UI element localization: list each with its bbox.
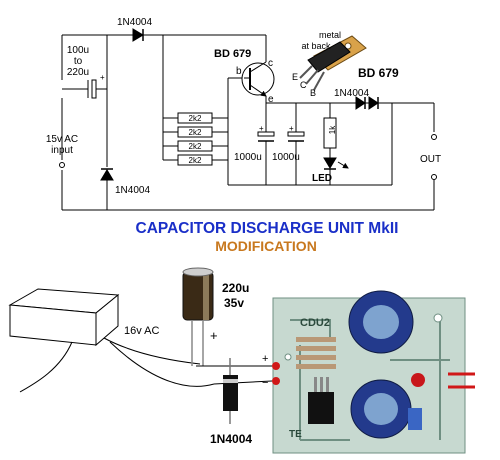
ac-input-label-2: input [51,145,73,156]
supply-label: 16v AC [124,325,160,337]
pin-e-label: e [268,94,274,105]
resistor-1k-label: 1k [328,125,337,134]
inputcap-plus: + [100,73,105,82]
cap1-label: 1000u [234,152,262,163]
cap-stripe [203,272,209,320]
board-corner-label: TE [289,429,302,440]
board-transistor [308,392,334,424]
diode-right-2 [368,96,379,110]
board-resistor-2 [296,346,336,351]
board-led [411,373,425,387]
package-pin-c [305,69,319,85]
subtitle: MODIFICATION [215,238,317,254]
out-label: OUT [420,154,441,165]
led-light-arrow [337,161,349,169]
resistor-3-label: 2k2 [189,142,202,151]
board-hole-2 [284,353,292,361]
package-pin-b [313,71,325,91]
board-label: CDU2 [300,317,330,329]
package-name: BD 679 [358,66,399,80]
cap2-plus: + [289,124,294,133]
package-pin-c-label: C [300,80,307,90]
transformer-drawing [8,288,215,393]
transistor-emitter [249,84,267,97]
cap2-label: 1000u [272,152,300,163]
transformer-wire-2 [109,341,215,387]
inputcap-label-3: 220u [67,67,89,78]
board-transistor-pin-1 [314,377,317,392]
pin-c-label: c [268,58,273,69]
board-hole-1 [433,313,443,323]
inputcap-plate-2 [91,79,97,99]
cap-voltage: 35v [224,296,244,310]
led-symbol [323,157,337,169]
cap-top [182,267,214,277]
cap1-plate-top [257,131,275,137]
schematic-labels: 100u to 220u + 15v AC input 1N4004 1N400… [46,17,441,196]
diode-photo-band [223,379,238,383]
cap-value: 220u [222,281,249,295]
diode-right-1 [355,96,366,110]
board-resistor-4 [296,364,336,369]
package-body [307,41,351,73]
board-transistor-pin-3 [326,377,329,392]
pcb-board: CDU2 TE [272,290,475,454]
diode-left-label: 1N4004 [115,185,150,196]
diode-top-label: 1N4004 [117,17,152,28]
board-in-terminal-minus [272,377,280,385]
board-resistor-1 [296,337,336,342]
transistor-package: metal at back BD 679 E C B [292,30,399,98]
transformer-cable [19,341,73,393]
ac-input-label-1: 15v AC [46,134,78,145]
board-minus-sign: − [262,377,268,389]
diode-photo-body [223,375,238,411]
electrolytic-capacitor: 220u 35v + [182,267,249,366]
diode-left-symbol [100,169,114,181]
diode-right-label: 1N4004 [334,88,369,99]
board-in-terminal-plus [272,362,280,370]
package-pin-b-label: B [310,88,316,98]
board-cap-1-top [363,305,399,339]
transistor-collector [249,61,267,73]
led-label: LED [312,173,332,184]
transformer-side [95,293,119,347]
package-pin-e [299,65,313,79]
pcb-traces [290,319,450,441]
schematic [59,28,437,211]
out-terminal-top [431,134,437,140]
diode-photo: 1N4004 [210,358,252,446]
resistor-4-label: 2k2 [189,156,202,165]
cap2-plate-top [287,131,305,137]
diode-photo-label: 1N4004 [210,432,252,446]
package-note-2: at back [301,41,331,51]
diode-top-symbol [132,28,144,42]
transistor-label: BD 679 [214,48,251,60]
transformer-wire-1 [103,337,201,365]
main-title: CAPACITOR DISCHARGE UNIT MkII [136,220,399,237]
cap-plus-sign: + [210,328,218,343]
package-hole [344,42,352,50]
out-terminal-bottom [431,174,437,180]
inputcap-label-1: 100u [67,45,89,56]
board-small-cap [408,408,422,430]
package-pin-e-label: E [292,72,298,82]
ac-terminal-bottom [59,162,65,168]
board-plus-sign: + [262,353,268,365]
inputcap-label-2: to [74,56,83,67]
resistor-2-label: 2k2 [189,128,202,137]
board-resistor-3 [296,355,336,360]
board-transistor-pin-2 [320,377,323,392]
cap1-plus: + [259,124,264,133]
pin-b-label: b [236,66,242,77]
board-cap-2-top [364,393,398,425]
resistor-1-label: 2k2 [189,114,202,123]
package-note-1: metal [319,30,341,40]
